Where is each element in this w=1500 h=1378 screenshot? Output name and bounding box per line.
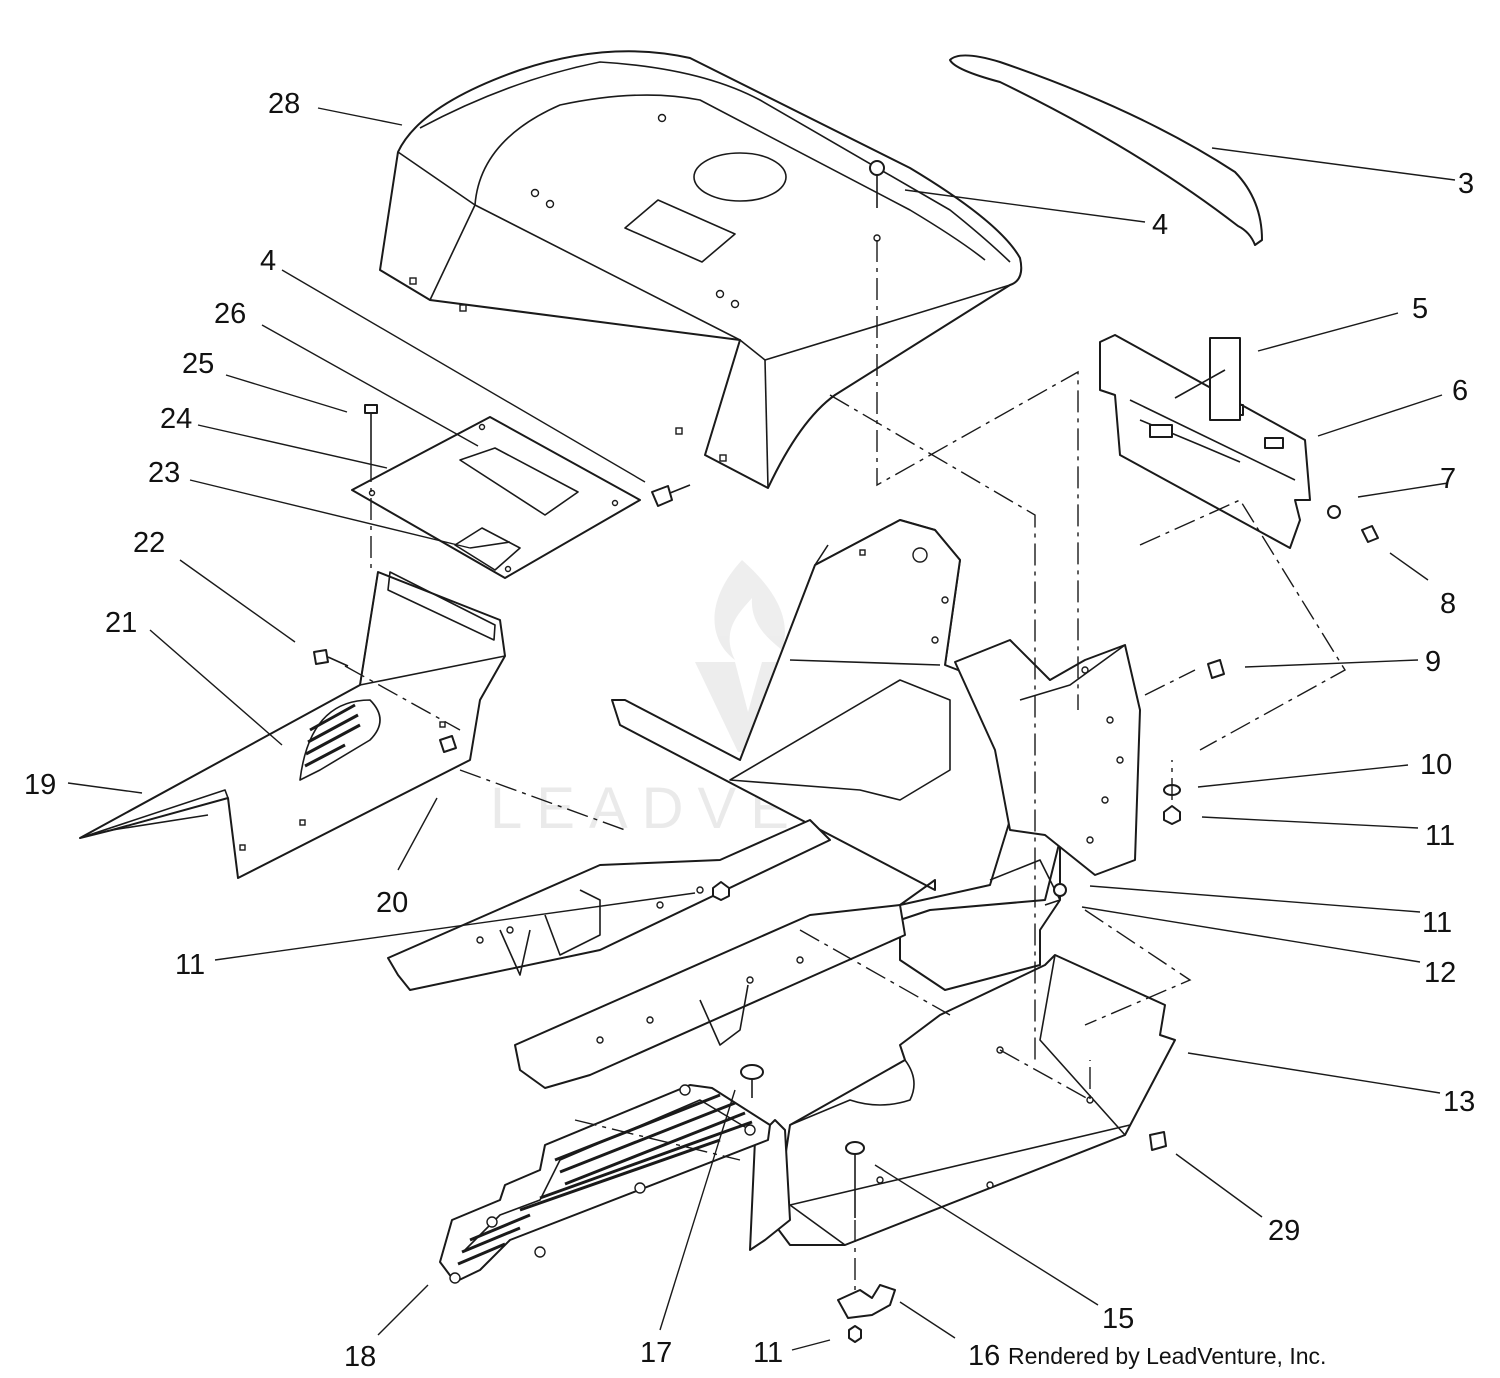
left-frame-channel: [79, 571, 506, 879]
clip-nut: [439, 735, 457, 753]
callout-7: 7: [1440, 463, 1456, 495]
lock-washer: [1327, 505, 1341, 519]
hex-nut: [1163, 805, 1181, 825]
floor-mat: [439, 1084, 771, 1284]
push-pin: [740, 1064, 764, 1098]
callout-15: 15: [1102, 1303, 1134, 1335]
hood: [379, 50, 1023, 489]
callout-17: 17: [640, 1337, 672, 1369]
callout-25: 25: [182, 348, 214, 380]
right-footrest: [774, 954, 1176, 1246]
push-pin: [1149, 1131, 1167, 1151]
rear-bracket: [1099, 334, 1311, 549]
callout-11: 11: [753, 1337, 783, 1369]
bolt: [364, 404, 378, 460]
callout-29: 29: [1268, 1215, 1300, 1247]
callout-22: 22: [133, 527, 165, 559]
hood-trim-strip: [949, 54, 1263, 246]
callout-labels: 28 3 4 4 26 25 24 23 22 21 19 20 5 6 7 8…: [24, 88, 1475, 1373]
callout-23: 23: [148, 457, 180, 489]
frame-rail-lower: [514, 904, 906, 1089]
callout-26: 26: [214, 298, 246, 330]
callout-8: 8: [1440, 588, 1456, 620]
callout-16: 16: [968, 1340, 1000, 1372]
footrest-side-flange: [749, 1119, 791, 1251]
callout-24: 24: [160, 403, 192, 435]
callout-13: 13: [1443, 1086, 1475, 1118]
callout-11: 11: [1425, 820, 1455, 852]
carriage-bolt: [845, 1141, 865, 1218]
callout-10: 10: [1420, 749, 1452, 781]
mounting-bracket: [837, 1284, 896, 1319]
clip-nut: [1207, 659, 1225, 679]
assembly-guide-lines: [344, 240, 1346, 1290]
callout-28: 28: [268, 88, 300, 120]
callout-9: 9: [1425, 646, 1441, 678]
callout-20: 20: [376, 887, 408, 919]
hex-nut: [848, 1325, 862, 1343]
callout-12: 12: [1424, 957, 1456, 989]
callout-6: 6: [1452, 375, 1468, 407]
right-side-plate: [954, 639, 1141, 906]
callout-3: 3: [1458, 168, 1474, 200]
callout-21: 21: [105, 607, 137, 639]
leader-lines: [67, 107, 1456, 1351]
callout-19: 19: [24, 769, 56, 801]
callout-4: 4: [1152, 209, 1168, 241]
hex-nut: [712, 881, 730, 901]
bolt: [1361, 525, 1379, 543]
dash-panel: [351, 416, 641, 579]
push-pin: [651, 484, 691, 507]
callout-18: 18: [344, 1341, 376, 1373]
bolt: [313, 649, 349, 667]
callout-11: 11: [1422, 907, 1452, 939]
callout-4: 4: [260, 245, 276, 277]
callout-11: 11: [175, 949, 205, 981]
credit-text: Rendered by LeadVenture, Inc.: [1008, 1343, 1326, 1369]
callout-5: 5: [1412, 293, 1428, 325]
